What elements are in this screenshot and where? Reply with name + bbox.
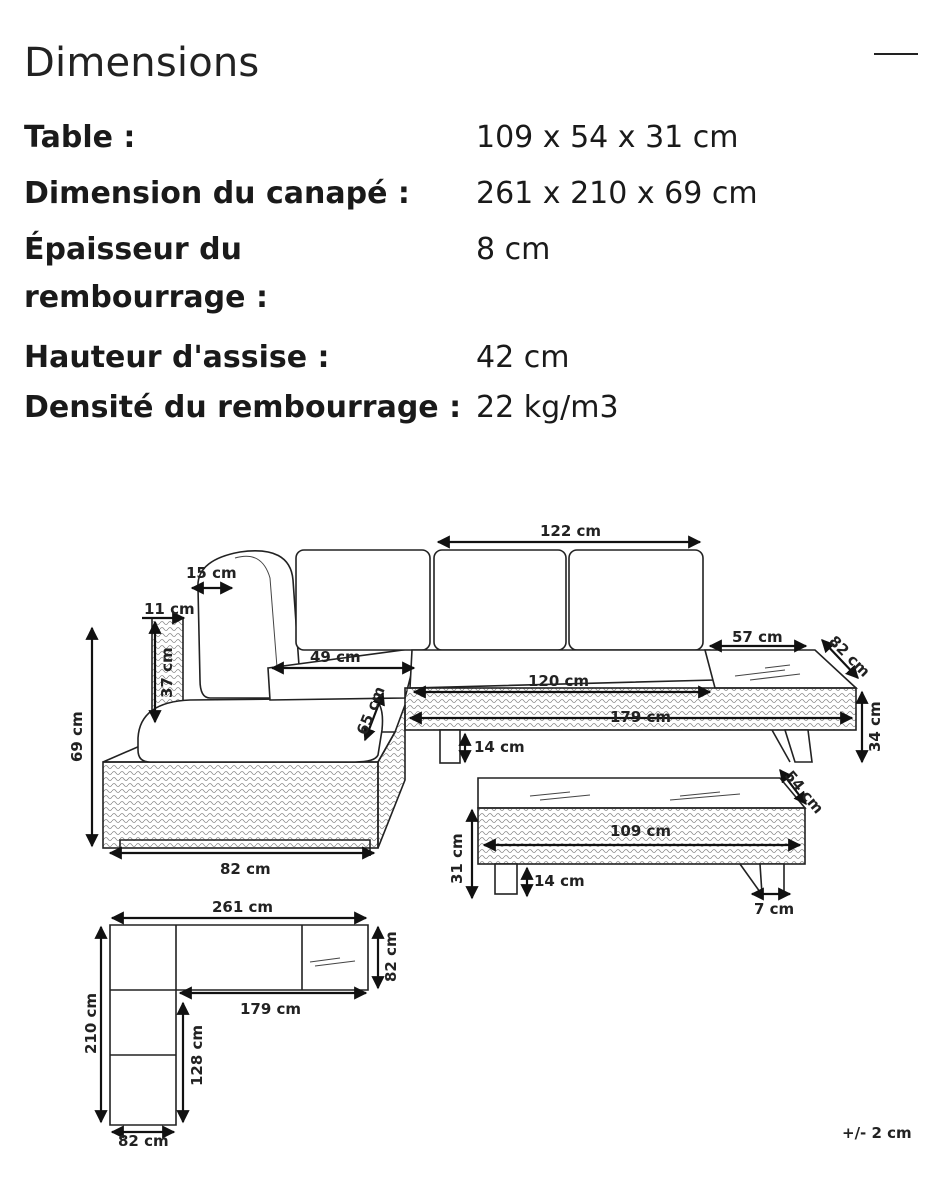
tolerance-note: +/- 2 cm — [842, 1124, 912, 1142]
dim-label: 14 cm — [534, 872, 585, 890]
spec-value: 109 x 54 x 31 cm — [476, 120, 739, 155]
spec-value: 261 x 210 x 69 cm — [476, 176, 758, 211]
dim-label: 69 cm — [68, 711, 86, 762]
collapse-button[interactable] — [872, 36, 920, 70]
spec-label: Épaisseur du rembourrage : — [24, 226, 464, 322]
spec-label-line-1: Épaisseur du — [24, 232, 242, 267]
spec-label: Dimension du canapé : — [24, 176, 410, 211]
dim-label: 261 cm — [212, 898, 273, 916]
dim-label: 49 cm — [310, 648, 361, 666]
dim-label: 179 cm — [240, 1000, 301, 1018]
dim-label: 31 cm — [448, 833, 466, 884]
coffee-table-view — [477, 777, 807, 895]
dim-label: 122 cm — [540, 522, 601, 540]
spec-value: 22 kg/m3 — [476, 390, 619, 425]
dim-label: 7 cm — [754, 900, 794, 918]
dim-label: 128 cm — [188, 1025, 206, 1086]
dim-label: 11 cm — [144, 600, 195, 618]
minus-icon — [874, 53, 918, 55]
spec-label: Table : — [24, 120, 136, 155]
spec-row-padding-thickness: Épaisseur du rembourrage : 8 cm — [24, 226, 924, 326]
dim-label: 120 cm — [528, 672, 589, 690]
dim-label: 210 cm — [82, 993, 100, 1054]
dim-label: 109 cm — [610, 822, 671, 840]
spec-label: Hauteur d'assise : — [24, 340, 330, 375]
dim-label: 34 cm — [866, 701, 884, 752]
dim-label: 82 cm — [220, 860, 271, 878]
dim-label: 82 cm — [118, 1132, 169, 1150]
dim-label: 15 cm — [186, 564, 237, 582]
spec-value: 42 cm — [476, 340, 570, 375]
spec-label-line-2: rembourrage : — [24, 280, 268, 315]
dim-label: 57 cm — [732, 628, 783, 646]
dimension-drawing: 122 cm 15 cm 11 cm 37 cm 69 cm 49 cm 65 … — [68, 522, 884, 1150]
section-title: Dimensions — [24, 40, 260, 86]
sofa-plan-view — [109, 924, 369, 1126]
dim-label: 37 cm — [158, 647, 176, 698]
dim-label: 179 cm — [610, 708, 671, 726]
dim-label: 82 cm — [382, 931, 400, 982]
dim-label: 14 cm — [474, 738, 525, 756]
spec-value: 8 cm — [476, 232, 551, 267]
spec-label: Densité du rembourrage : — [24, 390, 462, 425]
dimension-arrows — [85, 535, 869, 1139]
